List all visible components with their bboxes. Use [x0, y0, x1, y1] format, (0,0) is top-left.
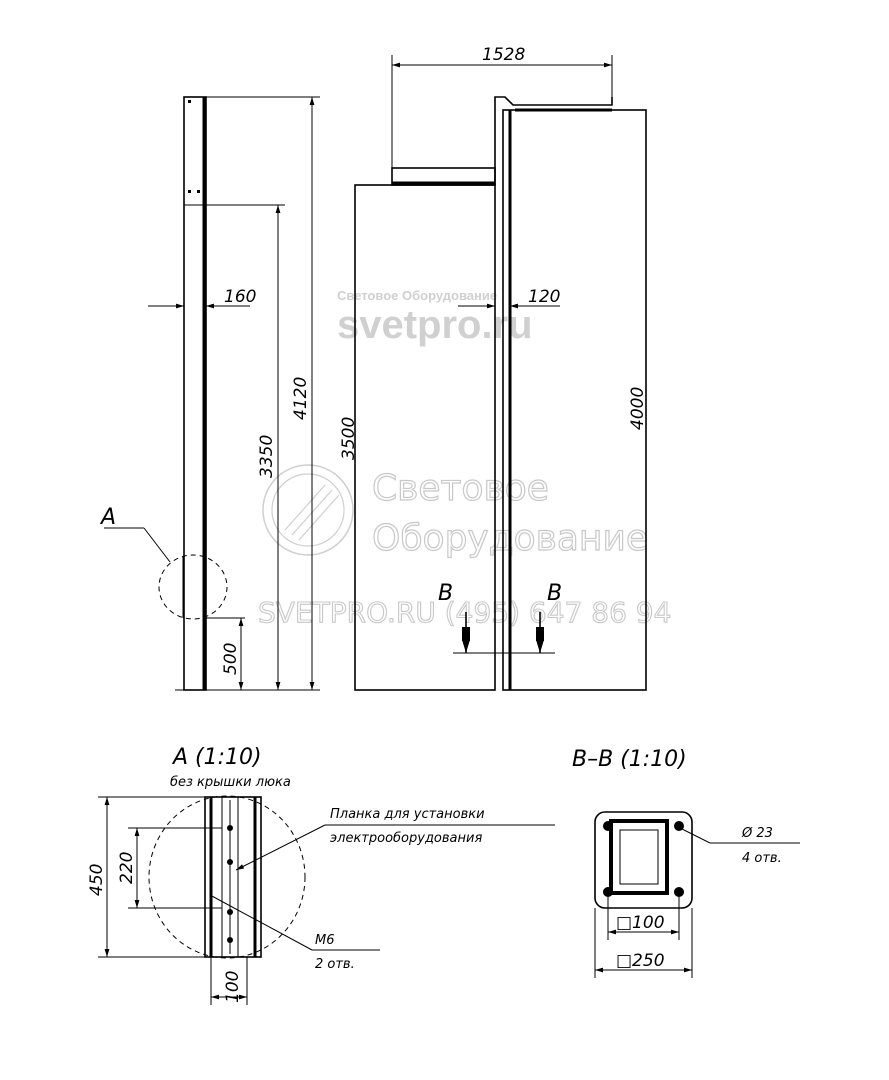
- watermark-contact: SVETPRO.RU (495) 647 86 94: [258, 596, 671, 629]
- watermark-brand-line1: Световое: [372, 468, 549, 509]
- front-view: 1528 120 3500 4000 B B: [339, 45, 648, 691]
- detail-a-bolt-line1: M6: [315, 933, 335, 948]
- dim-outer: □250: [616, 951, 665, 971]
- detail-b-title: B–B (1:10): [572, 747, 687, 772]
- dim-width-front: 120: [528, 287, 560, 307]
- bracket-arm: [391, 167, 496, 186]
- detail-a-bolt-line2: 2 отв.: [315, 957, 355, 972]
- watermark-brand-small: Световое Оборудование: [337, 288, 497, 303]
- base-opening: [619, 829, 659, 885]
- detail-a: A (1:10) без крышки люка 450 220 100 Пла…: [87, 745, 555, 1005]
- detail-a-note-line1: Планка для установки: [330, 807, 485, 822]
- callout-circle: [158, 554, 228, 620]
- dim-arm: 1528: [482, 45, 525, 65]
- detail-a-title: A (1:10): [171, 745, 262, 770]
- detail-a-pole: [204, 796, 262, 958]
- dim-220: 220: [117, 852, 137, 884]
- base-plate-outline: [594, 811, 693, 909]
- watermark-logo-icon: [262, 464, 354, 556]
- base-inner-frame: [610, 820, 668, 894]
- dim-450: 450: [87, 864, 107, 896]
- dim-100: 100: [223, 971, 243, 1003]
- dim-height-hatch: 3350: [257, 435, 277, 478]
- callout-label-a: A: [99, 505, 116, 530]
- watermark-domain: svetpro.ru: [337, 303, 533, 347]
- section-label-right: B: [547, 581, 562, 606]
- dim-hatch-height: 500: [221, 643, 241, 675]
- watermark: Световое Оборудование svetpro.ru Светово…: [257, 288, 672, 630]
- detail-a-note-line2: электрооборудования: [330, 831, 482, 846]
- dim-height-left: 3500: [339, 417, 359, 460]
- side-view: 160 4120 3350 500 A: [99, 96, 320, 691]
- detail-a-subtitle: без крышки люка: [170, 775, 291, 790]
- detail-b: B–B (1:10) Ø 23 4 отв. □100 □250: [572, 747, 800, 978]
- dim-height-right: 4000: [628, 387, 648, 430]
- section-label-left: B: [438, 581, 453, 606]
- detail-a-circle: [148, 795, 306, 959]
- dim-inner: □100: [616, 913, 665, 933]
- detail-b-hole-line1: Ø 23: [741, 826, 773, 841]
- dim-width-side: 160: [224, 287, 256, 307]
- detail-b-hole-line2: 4 отв.: [742, 851, 782, 866]
- bolt-hole-icon: [603, 821, 613, 831]
- dim-height-total: 4120: [291, 377, 311, 420]
